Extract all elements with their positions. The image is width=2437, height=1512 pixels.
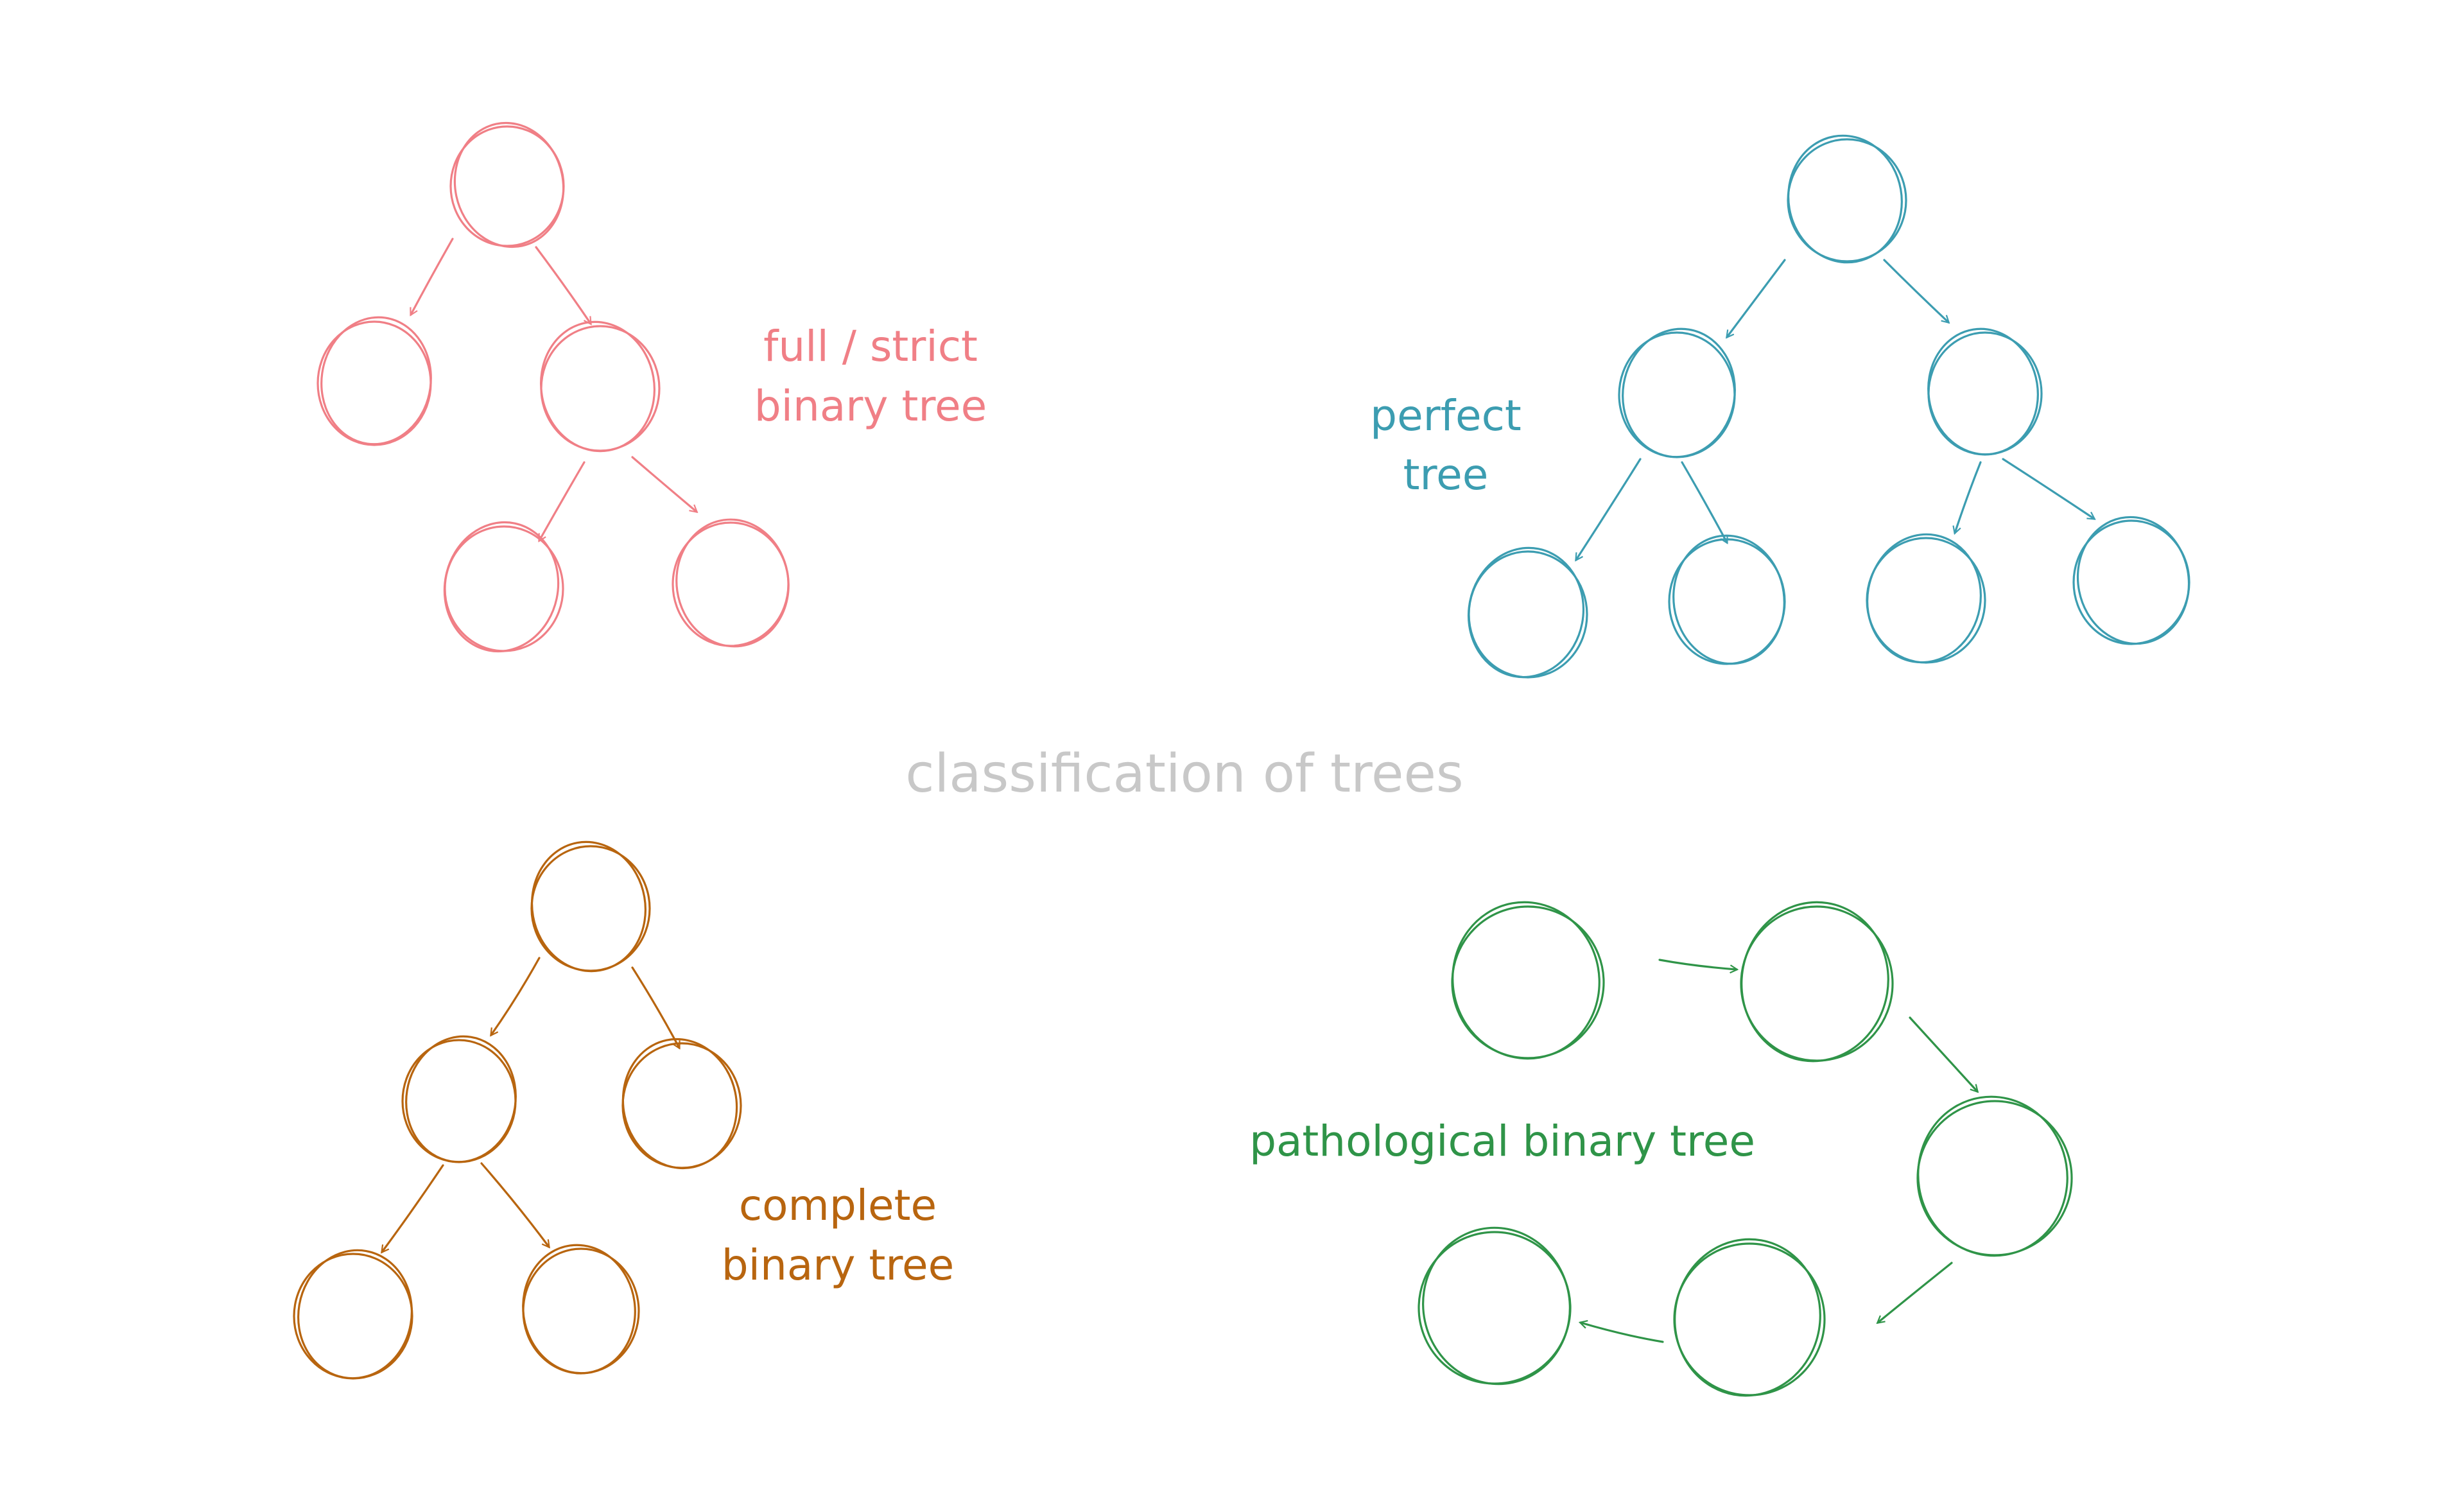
- pathological-node-4: [1673, 1238, 1826, 1397]
- full-edge-right-right: [631, 456, 697, 512]
- full-node-left: [317, 316, 432, 446]
- pathological-node-3: [1916, 1095, 2073, 1257]
- complete-binary-tree: complete binary tree: [293, 840, 954, 1380]
- perfect-edge-right-right: [2002, 458, 2094, 519]
- pathological-tree-nodes: [1418, 901, 2073, 1397]
- full-binary-tree: full / strict binary tree: [317, 121, 987, 653]
- complete-tree-nodes: [293, 840, 742, 1380]
- complete-tree-label-line-2: binary tree: [722, 1240, 954, 1290]
- full-node-right-left: [443, 521, 564, 653]
- pathological-binary-tree: pathological binary tree: [1249, 901, 2073, 1397]
- perfect-edge-left-right: [1681, 461, 1727, 543]
- pathological-edge-4-5: [1581, 1323, 1664, 1343]
- full-tree-label-line-2: binary tree: [754, 381, 987, 431]
- perfect-tree-label-line-1: perfect: [1370, 391, 1522, 440]
- full-edge-right-left: [539, 461, 585, 541]
- pathological-edge-2-3: [1909, 1016, 1977, 1091]
- complete-node-left: [401, 1035, 517, 1163]
- complete-edge-left-right: [480, 1162, 549, 1247]
- perfect-tree-edges: [1576, 259, 2094, 560]
- perfect-edge-root-right: [1883, 259, 1948, 322]
- complete-node-left-left: [293, 1249, 413, 1380]
- perfect-node-right-left: [1866, 533, 1986, 664]
- perfect-node-left-left: [1467, 546, 1588, 679]
- perfect-node-right-right: [2072, 516, 2190, 645]
- pathological-node-5: [1418, 1226, 1572, 1386]
- perfect-node-left-right: [1668, 534, 1786, 665]
- complete-node-left-right: [522, 1244, 640, 1375]
- complete-edge-left-left: [382, 1164, 444, 1252]
- complete-node-root: [530, 840, 651, 973]
- full-tree-nodes: [317, 121, 790, 653]
- full-edge-root-right: [535, 246, 591, 324]
- perfect-node-right: [1927, 327, 2043, 456]
- perfect-tree-nodes: [1467, 134, 2190, 679]
- full-tree-edges: [411, 238, 697, 541]
- perfect-edge-root-left: [1727, 259, 1786, 337]
- perfect-edge-right-left: [1955, 461, 1982, 533]
- full-node-root: [449, 121, 565, 248]
- perfect-tree: perfect tree: [1370, 134, 2190, 679]
- full-node-right: [539, 320, 661, 453]
- pathological-edge-1-2: [1658, 959, 1737, 969]
- pathological-node-1: [1451, 901, 1605, 1060]
- complete-edge-root-right: [631, 966, 679, 1048]
- perfect-tree-label-line-2: tree: [1403, 450, 1489, 500]
- pathological-tree-label: pathological binary tree: [1249, 1117, 1755, 1166]
- full-edge-root-left: [411, 238, 454, 315]
- perfect-node-left: [1618, 327, 1736, 458]
- full-node-right-right: [672, 518, 790, 648]
- pathological-tree-edges: [1581, 959, 1977, 1343]
- complete-edge-root-left: [491, 957, 541, 1035]
- pathological-node-2: [1740, 901, 1894, 1063]
- pathological-edge-3-4: [1878, 1262, 1953, 1323]
- perfect-edge-left-left: [1576, 458, 1642, 560]
- complete-node-right: [621, 1038, 742, 1170]
- complete-tree-label-line-1: complete: [739, 1181, 937, 1230]
- perfect-node-root: [1787, 134, 1907, 264]
- complete-tree-edges: [382, 957, 679, 1252]
- diagram-title: classification of trees: [905, 743, 1463, 804]
- full-tree-label-line-1: full / strict: [763, 322, 978, 371]
